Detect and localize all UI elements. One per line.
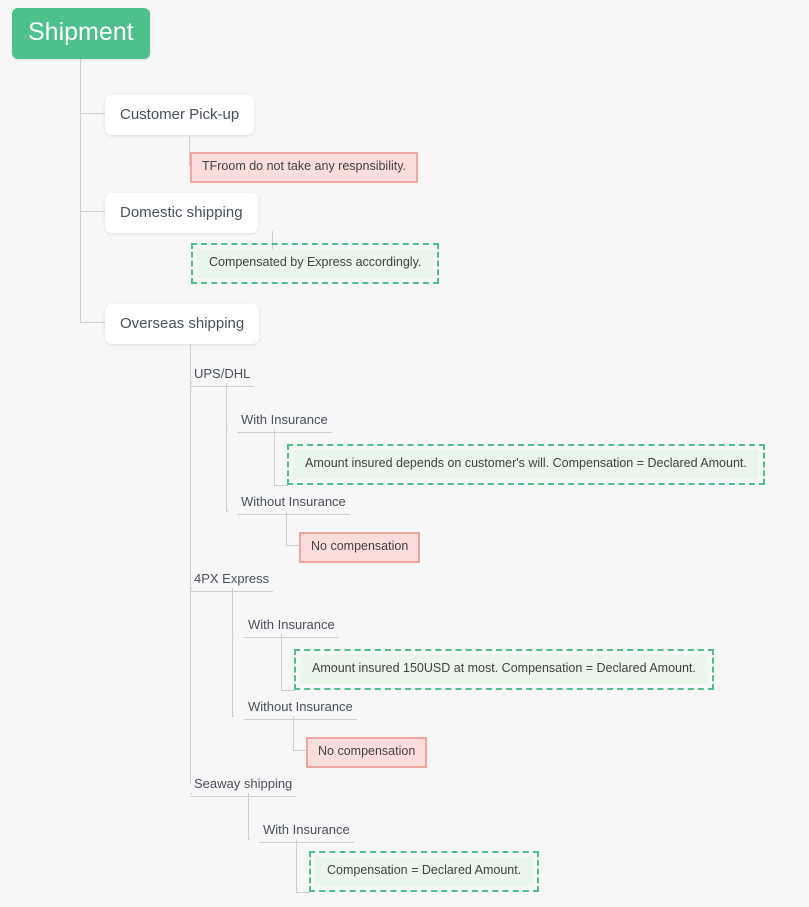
connector-4px-without-insurance-to-note (293, 750, 307, 751)
note-4px-with-insurance-compensation[interactable]: Amount insured 150USD at most. Compensat… (294, 649, 714, 690)
connector-root-to-customer-pickup (80, 113, 105, 114)
connector-customer-pickup-trunk (189, 133, 190, 165)
node-domestic-shipping[interactable]: Domestic shipping (105, 193, 258, 233)
note-domestic-compensation[interactable]: Compensated by Express accordingly. (191, 243, 440, 284)
note-ups-with-insurance-compensation[interactable]: Amount insured depends on customer's wil… (287, 444, 765, 485)
connector-seaway-trunk (248, 793, 249, 839)
connector-4px-to-with-insurance (232, 634, 234, 635)
connector-4px-with-insurance-to-note (281, 690, 295, 691)
connector-root-to-domestic (80, 211, 105, 212)
node-seaway-shipping[interactable]: Seaway shipping (190, 774, 297, 797)
connector-overseas-to-seaway (190, 793, 192, 794)
connector-4px-without-insurance-trunk (293, 716, 294, 750)
connector-ups-with-insurance-to-note (274, 485, 288, 486)
connector-ups-without-insurance-to-note (286, 545, 300, 546)
node-4px-express[interactable]: 4PX Express (190, 569, 274, 592)
note-seaway-with-insurance-compensation-text: Compensation = Declared Amount. (315, 857, 534, 886)
connector-seaway-with-insurance-trunk (296, 839, 297, 892)
connector-overseas-trunk (190, 342, 191, 784)
connector-seaway-with-insurance-to-note (296, 892, 310, 893)
node-ups-dhl[interactable]: UPS/DHL (190, 364, 255, 387)
node-4px-with-insurance[interactable]: With Insurance (244, 615, 339, 638)
note-domestic-compensation-text: Compensated by Express accordingly. (197, 249, 434, 278)
note-4px-with-insurance-compensation-text: Amount insured 150USD at most. Compensat… (300, 655, 708, 684)
note-ups-with-insurance-compensation-text: Amount insured depends on customer's wil… (293, 450, 759, 479)
connector-root-to-overseas (80, 322, 105, 323)
node-ups-with-insurance[interactable]: With Insurance (237, 410, 332, 433)
note-ups-without-insurance-compensation[interactable]: No compensation (299, 532, 421, 563)
connector-domestic-trunk (272, 231, 273, 265)
node-ups-without-insurance[interactable]: Without Insurance (237, 492, 350, 515)
connector-overseas-to-4px (190, 588, 192, 589)
connector-ups-trunk (226, 383, 227, 511)
connector-4px-trunk (232, 588, 233, 716)
note-seaway-with-insurance-compensation[interactable]: Compensation = Declared Amount. (309, 851, 540, 892)
connector-ups-to-with-insurance (226, 429, 228, 430)
node-4px-without-insurance[interactable]: Without Insurance (244, 697, 357, 720)
node-seaway-with-insurance[interactable]: With Insurance (259, 820, 354, 843)
connector-seaway-to-with-insurance (248, 839, 250, 840)
node-overseas-shipping[interactable]: Overseas shipping (105, 304, 260, 344)
connector-ups-without-insurance-trunk (286, 511, 287, 545)
root-node-shipment[interactable]: Shipment (12, 8, 150, 59)
connector-4px-to-without-insurance (232, 716, 234, 717)
connector-4px-with-insurance-trunk (281, 634, 282, 690)
connector-overseas-to-ups (190, 383, 192, 384)
connector-ups-to-without-insurance (226, 511, 228, 512)
connector-ups-with-insurance-trunk (274, 429, 275, 485)
connector-root-trunk (80, 59, 81, 323)
note-customer-pickup-responsibility[interactable]: TFroom do not take any respnsibility. (190, 152, 419, 183)
note-4px-without-insurance-compensation[interactable]: No compensation (306, 737, 428, 768)
node-customer-pickup[interactable]: Customer Pick-up (105, 95, 255, 135)
